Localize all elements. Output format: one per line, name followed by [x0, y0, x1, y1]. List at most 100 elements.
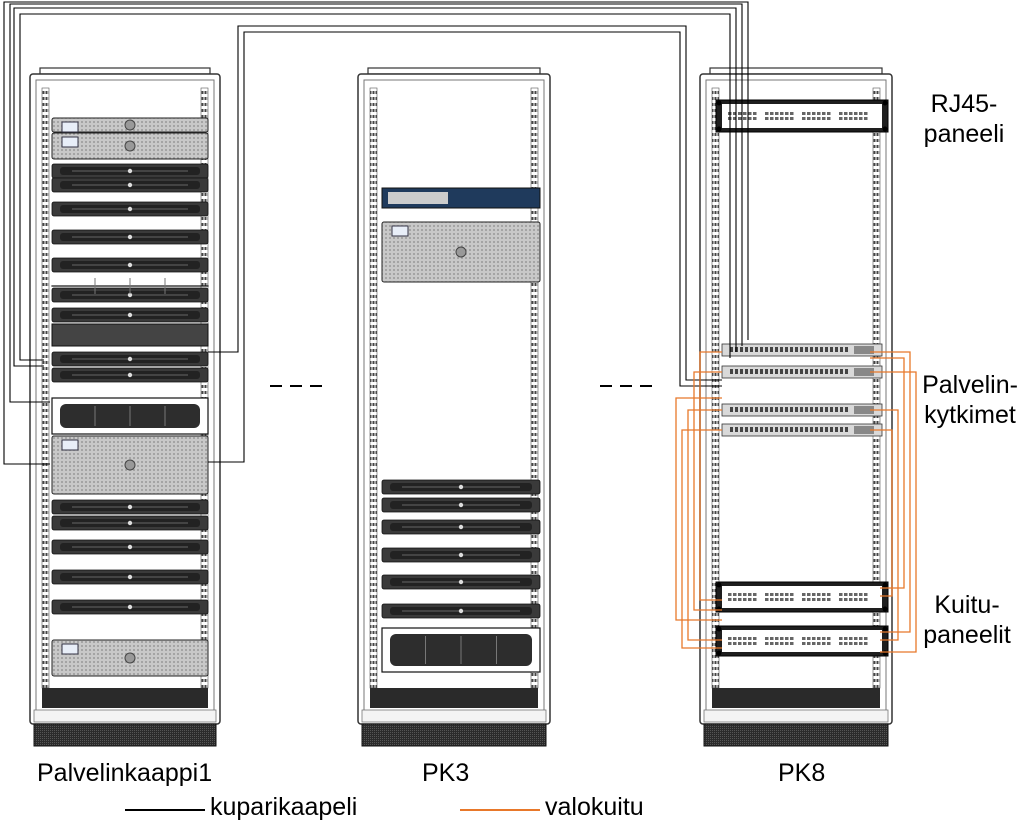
panel-port [827, 117, 831, 120]
switch-port [810, 347, 813, 352]
panel-port [775, 642, 779, 645]
server-logo [128, 373, 132, 377]
panel-port [817, 112, 821, 115]
server-lcd [62, 644, 78, 654]
switch-port [790, 369, 793, 374]
pk3-server-1u-6 [382, 604, 540, 618]
server-logo [128, 207, 132, 211]
cabinet-label-palvelinkaappi1: Palvelinkaappi1 [37, 758, 212, 788]
panel-port [738, 642, 742, 645]
rack1-server-1u-5 [52, 258, 208, 272]
pk3-server-1u-4 [382, 548, 540, 562]
panel-port [743, 112, 747, 115]
panel-port [785, 598, 789, 601]
switch-port [745, 407, 748, 412]
switch-port [800, 407, 803, 412]
fiber-panels-label-line2: paneelit [912, 620, 1022, 650]
switch-port [740, 369, 743, 374]
panel-screw [883, 627, 888, 632]
panel-port [765, 117, 769, 120]
switch-port [780, 347, 783, 352]
panel-port [854, 637, 858, 640]
server-logo [456, 247, 466, 257]
panel-port [839, 598, 843, 601]
switch-port [840, 407, 843, 412]
panel-port [817, 642, 821, 645]
server-switches-label: Palvelin- kytkimet [915, 370, 1024, 430]
panel-port [839, 593, 843, 596]
switch-port [835, 369, 838, 374]
switch-port [835, 347, 838, 352]
panel-port [827, 112, 831, 115]
panel-port [743, 598, 747, 601]
pk3-server-4u [382, 222, 540, 282]
switch-port [815, 369, 818, 374]
switch-port [840, 369, 843, 374]
server-switches-label-line1: Palvelin- [915, 370, 1024, 400]
panel-port [817, 637, 821, 640]
server-lcd [62, 440, 78, 450]
switch-port [730, 427, 733, 432]
switch-port [830, 369, 833, 374]
panel-port [822, 117, 826, 120]
panel-screw [717, 651, 722, 656]
panel-port [765, 637, 769, 640]
switch-port [780, 407, 783, 412]
switch-port [735, 369, 738, 374]
pk8-switch-4 [722, 424, 882, 436]
switch-port [790, 427, 793, 432]
panel-port [839, 637, 843, 640]
panel-port [733, 642, 737, 645]
server-logo [128, 169, 132, 173]
switch-port [805, 369, 808, 374]
panel-port [790, 593, 794, 596]
panel-face [722, 630, 882, 652]
server-logo [459, 485, 463, 489]
panel-port [864, 593, 868, 596]
switch-port [740, 427, 743, 432]
switch-port [845, 369, 848, 374]
switch-port [815, 347, 818, 352]
switch-port [780, 369, 783, 374]
server-logo [128, 235, 132, 239]
panel-screw [883, 651, 888, 656]
cabinet-base [362, 724, 546, 746]
panel-port [770, 112, 774, 115]
panel-face [722, 104, 882, 128]
switch-port [775, 347, 778, 352]
cabinet-label-pk8: PK8 [778, 758, 825, 788]
switch-port [775, 369, 778, 374]
panel-port [753, 642, 757, 645]
panel-port [770, 642, 774, 645]
panel-port [854, 642, 858, 645]
fiber-panels-label: Kuitu- paneelit [912, 590, 1022, 650]
pk8-switch-3 [722, 404, 882, 416]
switch-port [770, 347, 773, 352]
panel-port [775, 593, 779, 596]
panel-port [807, 637, 811, 640]
switch-port [795, 369, 798, 374]
panel-port [753, 598, 757, 601]
panel-port [728, 637, 732, 640]
server-logo [128, 357, 132, 361]
panel-port [812, 112, 816, 115]
panel-port [780, 642, 784, 645]
cabinet-top [40, 68, 210, 74]
panel-port [743, 593, 747, 596]
panel-port [765, 642, 769, 645]
panel-port [844, 593, 848, 596]
server-logo [128, 605, 132, 609]
switch-port [750, 347, 753, 352]
legend-copper-swatch [125, 809, 205, 811]
panel-port [765, 593, 769, 596]
panel-port [748, 593, 752, 596]
rj45-panel-label: RJ45- paneeli [909, 89, 1019, 149]
panel-port [738, 112, 742, 115]
panel-port [807, 598, 811, 601]
switch-port [790, 347, 793, 352]
panel-port [802, 112, 806, 115]
switch-port [770, 427, 773, 432]
switch-port [740, 407, 743, 412]
pk8-fiber-panel-2 [716, 626, 888, 656]
